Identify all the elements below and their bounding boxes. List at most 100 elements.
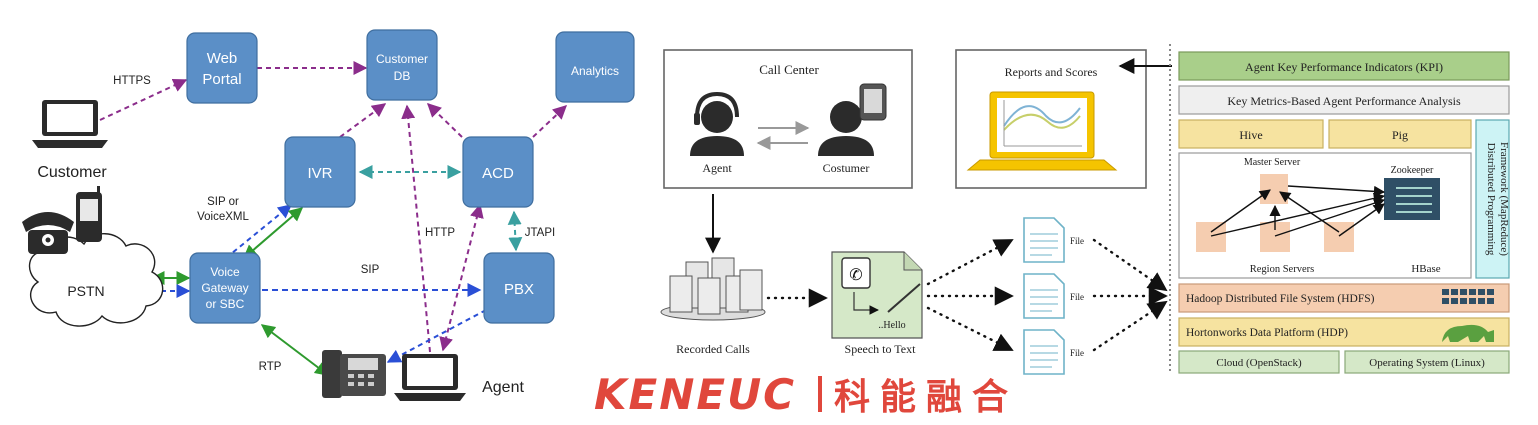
analytics-label: Analytics [571,64,619,78]
zookeeper-block [1384,178,1440,220]
ivr-label: IVR [307,165,332,182]
link-gateway-ivr-blue [225,204,293,259]
web-portal-node: Web Portal [186,32,258,104]
pen-icon [887,283,921,313]
zookeeper-label: Zookeeper [1391,165,1434,176]
arrow-speech-file3 [926,306,1014,352]
logo-cn-text: 科能融合 [834,377,1018,418]
region-servers-label: Region Servers [1250,264,1314,275]
voice-gateway-label-1: Voice [210,265,240,279]
agent-laptop-icon [394,354,466,401]
hbase-label: HBase [1411,263,1440,275]
kpi-text: Agent Key Performance Indicators (KPI) [1245,60,1443,74]
speech-to-text-document: ✆ ..Hello [831,251,923,339]
analysis-bar: Key Metrics-Based Agent Performance Anal… [1178,85,1510,115]
web-portal-label-2: Portal [202,71,241,88]
recorded-calls-label: Recorded Calls [676,342,750,356]
phone-glyph-icon: ✆ [849,265,862,284]
hello-text: ..Hello [878,320,905,331]
customer-laptop-icon [32,100,108,148]
link-pbx-phone [386,309,487,363]
mapreduce-text-2: Framework (MapReduce) [1498,142,1510,256]
logo-latin-text: KENEUC [594,370,796,419]
file-icon-1 [1023,217,1065,263]
agent-label-mid: Agent [702,161,732,175]
link-gateway-phone [260,324,330,376]
costumer-label: Costumer [823,161,870,175]
reports-panel: Reports and Scores [955,49,1147,189]
call-center-panel: Call Center Agent Costumer [663,49,913,189]
jtapi-label: JTAPI [525,227,555,239]
link-ivr-customerdb [339,103,387,138]
pbx-node: PBX [483,252,555,324]
file-label-2: File [1070,292,1084,302]
link-acd-pbx [507,210,523,252]
mobile-phone-icon [76,186,102,242]
acd-node: ACD [462,136,534,208]
master-server-label: Master Server [1244,157,1301,168]
link-acd-analytics [532,105,568,138]
link-gateway-ivr-green [242,207,304,259]
mapreduce-text-1: Distributed Programming [1485,143,1497,256]
rtp-label: RTP [259,361,282,373]
speech-to-text-label: Speech to Text [845,342,917,356]
agent-label-left: Agent [482,379,524,396]
file-label-1: File [1070,236,1084,246]
customer-db-label-2: DB [394,69,411,83]
cloud-text: Cloud (OpenStack) [1216,357,1302,369]
desk-phone-icon [22,212,74,254]
sip-label: SIP [361,264,380,276]
analytics-node: Analytics [555,31,635,103]
link-agent-acd [439,203,484,352]
analysis-text: Key Metrics-Based Agent Performance Anal… [1227,94,1461,108]
recorded-calls-servers-icon [660,257,766,321]
left-links [99,61,568,376]
http-label: HTTP [425,227,455,239]
pbx-label: PBX [504,281,534,298]
file-icon-3 [1023,329,1065,375]
mapreduce-box: Distributed Programming Framework (MapRe… [1475,119,1510,279]
pig-box: Pig [1328,119,1472,149]
file-label-3: File [1070,348,1084,358]
voicexml-label: VoiceXML [197,211,249,223]
pig-text: Pig [1392,128,1408,142]
arrow-file1-hadoop [1092,238,1168,292]
acd-label: ACD [482,165,514,182]
file-icon-2 [1023,273,1065,319]
os-text: Operating System (Linux) [1369,357,1485,369]
hdp-text: Hortonworks Data Platform (HDP) [1186,327,1348,339]
voice-gateway-label-3: or SBC [206,297,245,311]
customer-db-label-1: Customer [376,52,428,66]
region-server-block-3 [1324,222,1354,252]
hdfs-grid-icon [1442,289,1494,304]
ivr-node: IVR [284,136,356,208]
hdfs-bar: Hadoop Distributed File System (HDFS) [1178,283,1510,313]
sip-or-label: SIP or [207,196,239,208]
customer-db-node: Customer DB [366,29,438,101]
pstn-cloud: PSTN [28,233,164,327]
arrow-file3-hadoop [1092,300,1168,352]
monitor-chart-icon [966,91,1118,171]
hdp-bar: Hortonworks Data Platform (HDP) [1178,317,1510,347]
web-portal-label-1: Web [207,50,238,67]
os-box: Operating System (Linux) [1344,350,1510,374]
kpi-bar: Agent Key Performance Indicators (KPI) [1178,51,1510,81]
hive-box: Hive [1178,119,1324,149]
https-label: HTTPS [113,75,151,87]
cloud-box: Cloud (OpenStack) [1178,350,1340,374]
agent-desk-phone-icon [322,350,386,398]
reports-title: Reports and Scores [1005,65,1098,79]
hbase-box: Master Server Zookeeper Region Servers H… [1178,152,1472,279]
customer-label: Customer [37,164,107,181]
elephant-icon [1442,324,1494,342]
hive-text: Hive [1239,128,1262,142]
region-server-block-1 [1196,222,1226,252]
voice-gateway-node: Voice Gateway or SBC [189,252,261,324]
agent-headset-icon [690,91,744,156]
arrow-speech-file1 [926,238,1014,286]
link-customer-webportal [99,78,188,121]
call-center-title: Call Center [759,62,819,77]
master-server-block [1260,174,1288,204]
